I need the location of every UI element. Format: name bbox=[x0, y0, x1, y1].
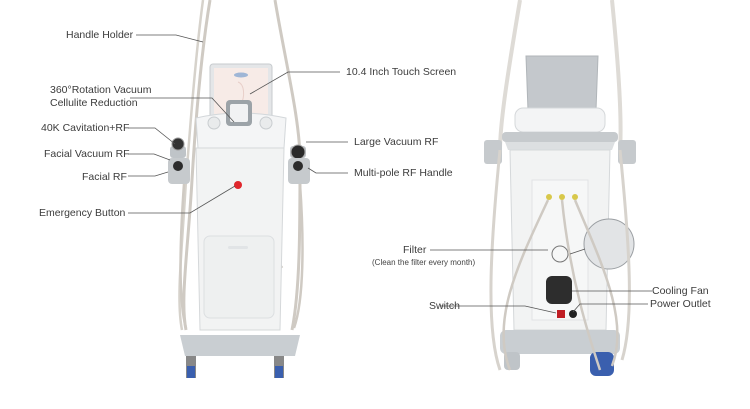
label-cooling-fan: Cooling Fan bbox=[652, 285, 709, 297]
label-touch-screen: 10.4 Inch Touch Screen bbox=[346, 66, 457, 78]
label-cavitation-rf: 40K Cavitation+RF bbox=[41, 122, 130, 134]
label-large-vacuum-rf: Large Vacuum RF bbox=[354, 136, 439, 148]
label-multipole-rf-handle: Multi-pole RF Handle bbox=[354, 167, 453, 179]
label-power-outlet: Power Outlet bbox=[650, 298, 711, 310]
label-filter-note: (Clean the filter every month) bbox=[372, 258, 476, 267]
label-handle-holder: Handle Holder bbox=[66, 29, 134, 41]
emergency-button-dot bbox=[234, 181, 242, 189]
label-emergency-button: Emergency Button bbox=[39, 207, 126, 219]
label-facial-rf: Facial RF bbox=[82, 171, 127, 183]
label-filter: Filter bbox=[403, 244, 427, 256]
label-facial-vacuum-rf: Facial Vacuum RF bbox=[44, 148, 130, 160]
label-rotation-vacuum-line2: Cellulite Reduction bbox=[50, 97, 138, 109]
label-switch: Switch bbox=[429, 300, 460, 312]
label-rotation-vacuum-line1: 360°Rotation Vacuum bbox=[50, 84, 152, 96]
